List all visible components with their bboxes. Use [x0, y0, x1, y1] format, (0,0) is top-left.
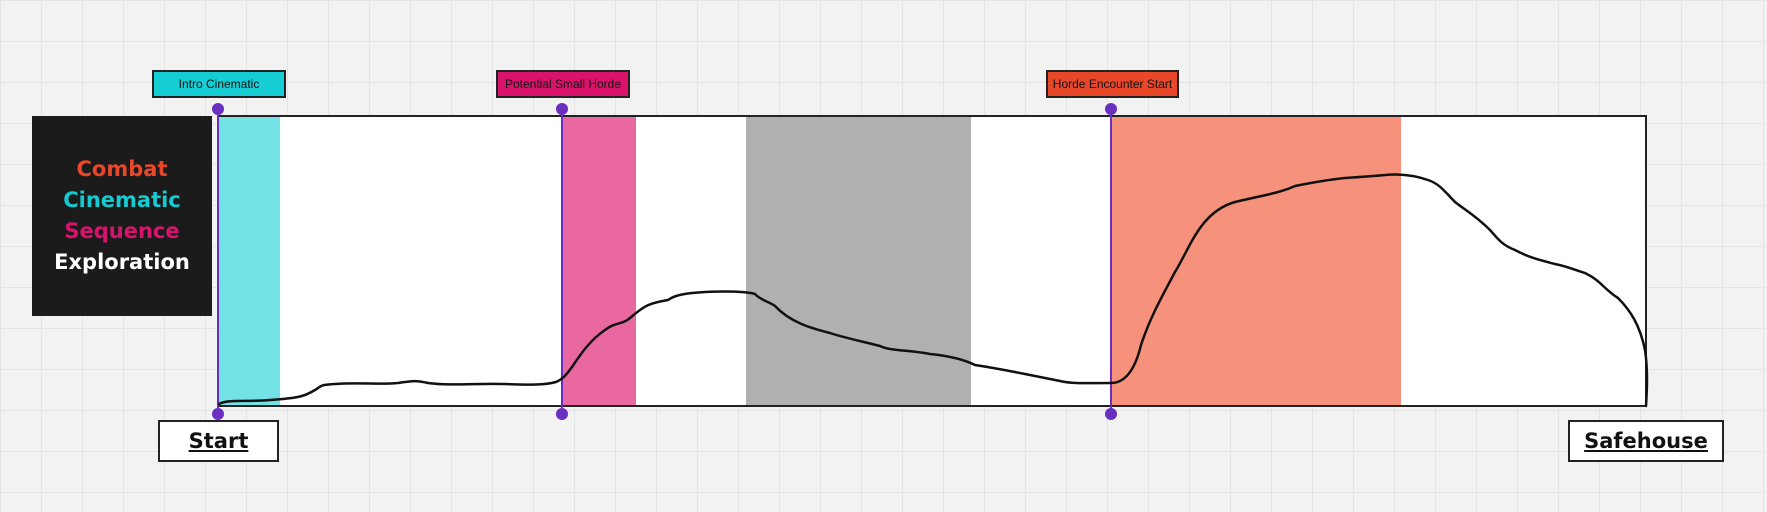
marker-label-potential-small-horde: Potential Small Horde — [496, 70, 630, 98]
marker-label-intro-cinematic: Intro Cinematic — [152, 70, 286, 98]
legend-cinematic: Cinematic — [63, 188, 181, 212]
legend-exploration: Exploration — [54, 250, 190, 274]
marker-handle-small-horde-top[interactable] — [556, 103, 568, 115]
legend-sequence: Sequence — [64, 219, 180, 243]
cinematic-band — [218, 116, 280, 406]
legend-combat: Combat — [76, 157, 168, 181]
marker-handle-small-horde-bottom[interactable] — [556, 408, 568, 420]
neutral-band — [746, 116, 971, 406]
marker-label-horde-encounter-start: Horde Encounter Start — [1046, 70, 1179, 98]
marker-handle-intro-top[interactable] — [212, 103, 224, 115]
intensity-curve — [217, 173, 1649, 408]
marker-handle-horde-top[interactable] — [1105, 103, 1117, 115]
sequence-band — [562, 116, 636, 406]
marker-handle-horde-bottom[interactable] — [1105, 408, 1117, 420]
start-label: Start — [158, 420, 279, 462]
safehouse-label: Safehouse — [1568, 420, 1724, 462]
legend-panel: Combat Cinematic Sequence Exploration — [32, 116, 212, 316]
combat-band — [1111, 116, 1401, 406]
marker-handle-intro-bottom[interactable] — [212, 408, 224, 420]
